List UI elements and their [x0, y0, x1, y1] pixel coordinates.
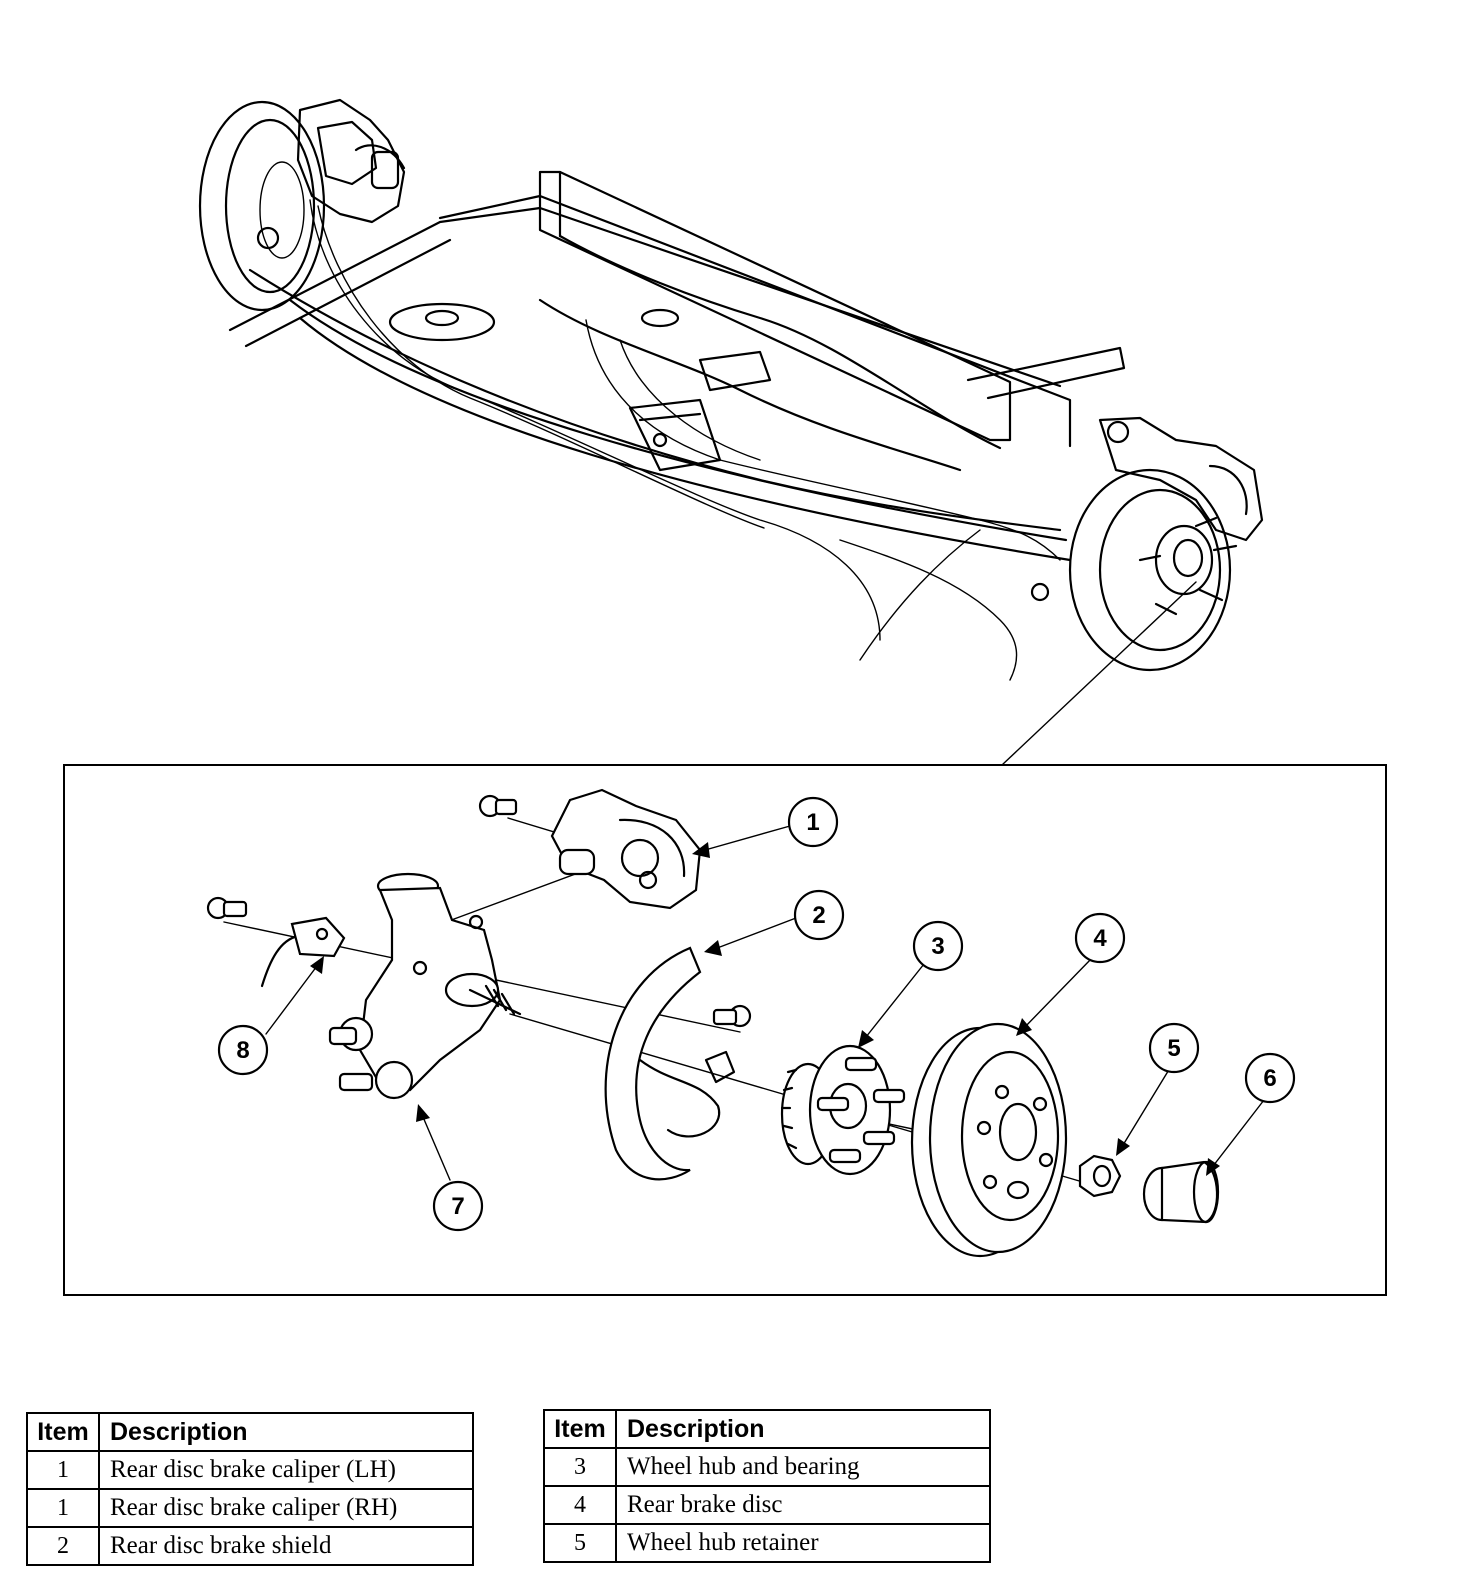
legend-table-right: Item Description 3 Wheel hub and bearing… [543, 1409, 991, 1563]
item-description: Rear brake disc [615, 1485, 991, 1525]
table-row: 3 Wheel hub and bearing [543, 1447, 991, 1487]
item-description: Wheel hub retainer [615, 1523, 991, 1563]
callout-leaders [265, 825, 1265, 1181]
item-number: 3 [543, 1447, 617, 1487]
callout-6-label: 6 [1263, 1065, 1276, 1092]
table-row: 1 Rear disc brake caliper (LH) [26, 1450, 474, 1490]
wheel-hub [780, 1044, 906, 1176]
callout-3-label: 3 [931, 933, 944, 960]
item-description: Wheel hub and bearing [615, 1447, 991, 1487]
rear-brake-disc [910, 1022, 1068, 1258]
callout-5: 5 [1148, 1022, 1200, 1074]
callout-5-label: 5 [1167, 1035, 1180, 1062]
item-number: 2 [26, 1526, 100, 1566]
item-number: 5 [543, 1523, 617, 1563]
item-description: Rear disc brake shield [98, 1526, 474, 1566]
item-header: Item [26, 1412, 100, 1452]
abs-sensor [206, 896, 346, 988]
item-header: Item [543, 1409, 617, 1449]
callout-8-label: 8 [236, 1037, 249, 1064]
table-row: 5 Wheel hub retainer [543, 1523, 991, 1563]
shield-bolt [712, 1004, 752, 1028]
callout-8: 8 [217, 1024, 269, 1076]
callout-6: 6 [1244, 1052, 1296, 1104]
item-number: 1 [26, 1450, 100, 1490]
legend-header-row: Item Description [26, 1412, 474, 1452]
table-row: 1 Rear disc brake caliper (RH) [26, 1488, 474, 1528]
callout-1-label: 1 [806, 809, 819, 836]
callout-2-label: 2 [812, 902, 825, 929]
inset-frame [63, 764, 1387, 1296]
description-header: Description [615, 1409, 991, 1449]
steering-knuckle [328, 872, 522, 1100]
callout-2: 2 [793, 889, 845, 941]
callout-4-label: 4 [1093, 925, 1107, 952]
wheel-hub-retainer [1078, 1154, 1122, 1198]
brake-caliper [550, 788, 702, 910]
callout-7-label: 7 [451, 1193, 464, 1220]
callout-3: 3 [912, 920, 964, 972]
table-row: 2 Rear disc brake shield [26, 1526, 474, 1566]
callout-7: 7 [432, 1180, 484, 1232]
item-number: 1 [26, 1488, 100, 1528]
caliper-bolt [478, 794, 518, 818]
callout-4: 4 [1074, 912, 1126, 964]
table-row: 4 Rear brake disc [543, 1485, 991, 1525]
item-number: 4 [543, 1485, 617, 1525]
brake-shield [604, 946, 736, 1181]
description-header: Description [98, 1412, 474, 1452]
rear-axle-assembly [198, 98, 1264, 766]
legend-header-row: Item Description [543, 1409, 991, 1449]
item-description: Rear disc brake caliper (RH) [98, 1488, 474, 1528]
item-description: Rear disc brake caliper (LH) [98, 1450, 474, 1490]
legend-table-left: Item Description 1 Rear disc brake calip… [26, 1412, 474, 1566]
callout-1: 1 [787, 796, 839, 848]
grease-cap [1142, 1160, 1220, 1224]
